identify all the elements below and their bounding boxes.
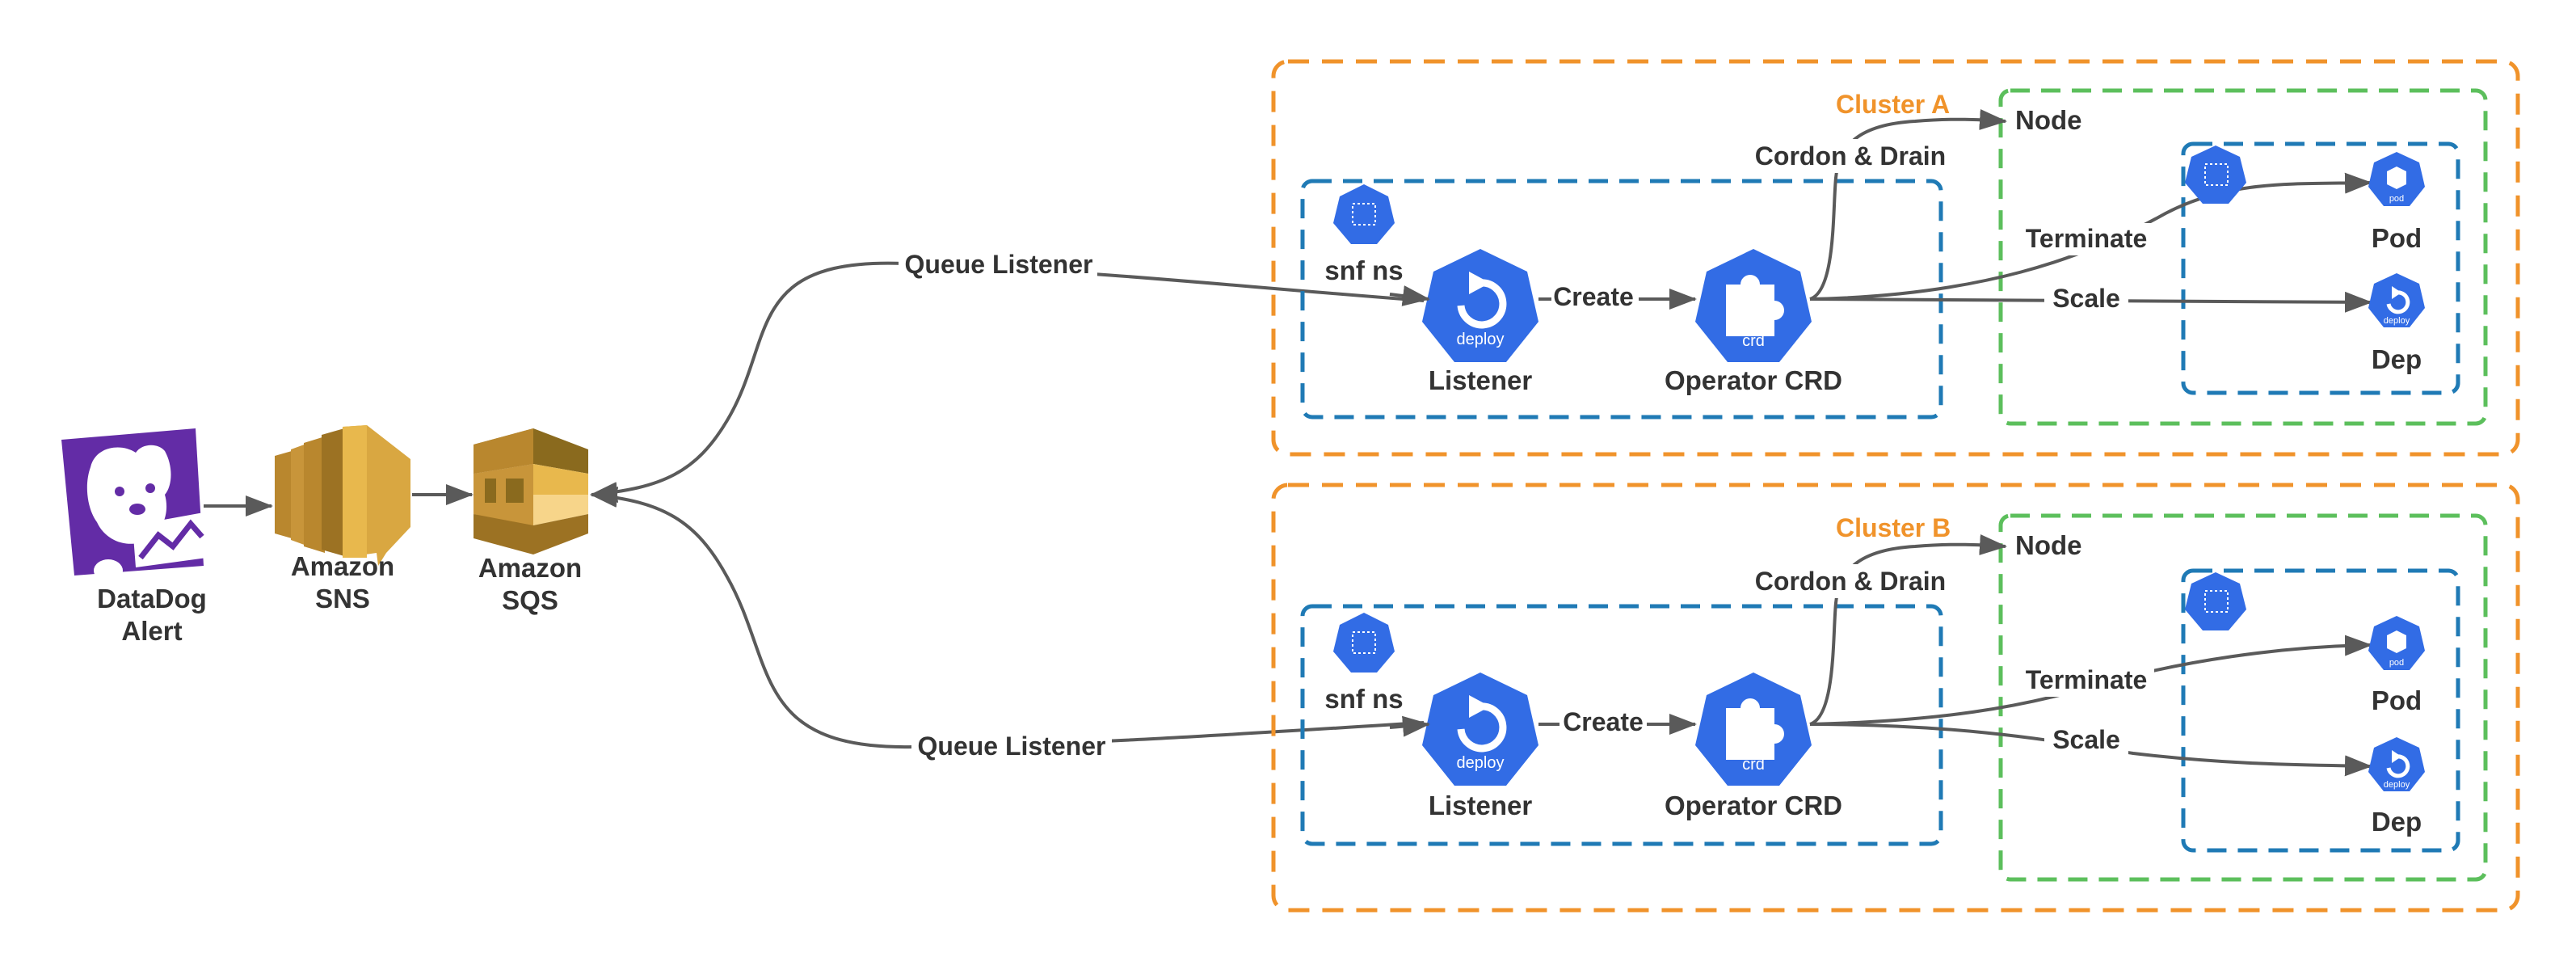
svg-text:crd: crd [1742, 756, 1765, 774]
scale-label: Scale [2052, 725, 2120, 754]
datadog-icon [61, 428, 207, 582]
sns-label-line1: Amazon [291, 551, 394, 581]
svg-text:crd: crd [1742, 332, 1765, 350]
pod-icon: pod [2368, 152, 2425, 206]
create-label: Create [1563, 707, 1644, 736]
pod-icon: pod [2368, 616, 2425, 670]
pod-label: Pod [2372, 685, 2422, 715]
svg-text:deploy: deploy [1457, 754, 1505, 772]
crd-icon: crd [1695, 673, 1812, 786]
sqs-label-line2: SQS [502, 585, 558, 615]
namespace-label: snf ns [1324, 255, 1403, 285]
deploy-icon: deploy [1422, 673, 1538, 786]
scale-arrow [1809, 723, 2372, 777]
create-label: Create [1553, 282, 1634, 311]
crd-icon: crd [1695, 249, 1812, 362]
svg-text:deploy: deploy [2384, 316, 2410, 326]
datadog-label-line1: DataDog [97, 584, 207, 613]
scale-label: Scale [2052, 284, 2120, 313]
svg-text:deploy: deploy [2384, 780, 2410, 790]
namespace-label: snf ns [1324, 684, 1403, 714]
cluster-a: Cluster A snf ns deploy Listener crd Ope… [1271, 59, 2520, 457]
deploy-icon: deploy [2368, 737, 2425, 791]
node-label: Node [2015, 530, 2082, 560]
cluster-b-pod-namespace-box [2181, 568, 2460, 853]
amazon-sqs-icon [474, 428, 588, 554]
terminate-label: Terminate [2026, 224, 2148, 253]
queue-listener-b-label: Queue Listener [918, 732, 1106, 761]
namespace-icon [1333, 184, 1395, 244]
listener-label: Listener [1429, 365, 1533, 395]
svg-text:deploy: deploy [1457, 331, 1505, 348]
operator-crd-label: Operator CRD [1665, 791, 1842, 820]
cluster-a-node-box [1998, 88, 2488, 426]
deploy-icon: deploy [2368, 273, 2425, 327]
namespace-icon [2185, 572, 2246, 630]
amazon-sns-icon [275, 425, 410, 566]
cluster-a-pod-namespace-box [2181, 141, 2460, 395]
queue-listener-a-label: Queue Listener [905, 250, 1093, 279]
namespace-icon [2185, 145, 2246, 204]
terminate-label: Terminate [2026, 665, 2148, 694]
terminate-arrow [1809, 172, 2372, 301]
cordon-drain-label: Cordon & Drain [1755, 567, 1946, 596]
node-label: Node [2015, 105, 2082, 135]
cluster-a-title: Cluster A [1836, 90, 1950, 119]
sns-label-line2: SNS [315, 584, 370, 613]
cluster-b: Cluster B snf ns deploy Listener crd Ope… [1271, 483, 2520, 913]
cluster-b-title: Cluster B [1836, 513, 1951, 542]
cluster-b-namespace-box [1300, 604, 1943, 846]
cluster-b-node-box [1998, 513, 2488, 882]
svg-text:pod: pod [2389, 658, 2404, 668]
listener-label: Listener [1429, 791, 1533, 820]
deploy-icon: deploy [1422, 249, 1538, 362]
operator-crd-label: Operator CRD [1665, 365, 1842, 395]
namespace-icon [1333, 613, 1395, 673]
queue-listener-b-connector [590, 486, 1425, 749]
datadog-label-line2: Alert [121, 616, 182, 646]
dep-label: Dep [2372, 807, 2422, 837]
queue-listener-a-connector [590, 261, 1425, 504]
pod-label: Pod [2372, 223, 2422, 253]
cordon-drain-label: Cordon & Drain [1755, 141, 1946, 171]
dep-label: Dep [2372, 344, 2422, 374]
sqs-label-line1: Amazon [478, 553, 582, 583]
svg-text:pod: pod [2389, 194, 2404, 204]
